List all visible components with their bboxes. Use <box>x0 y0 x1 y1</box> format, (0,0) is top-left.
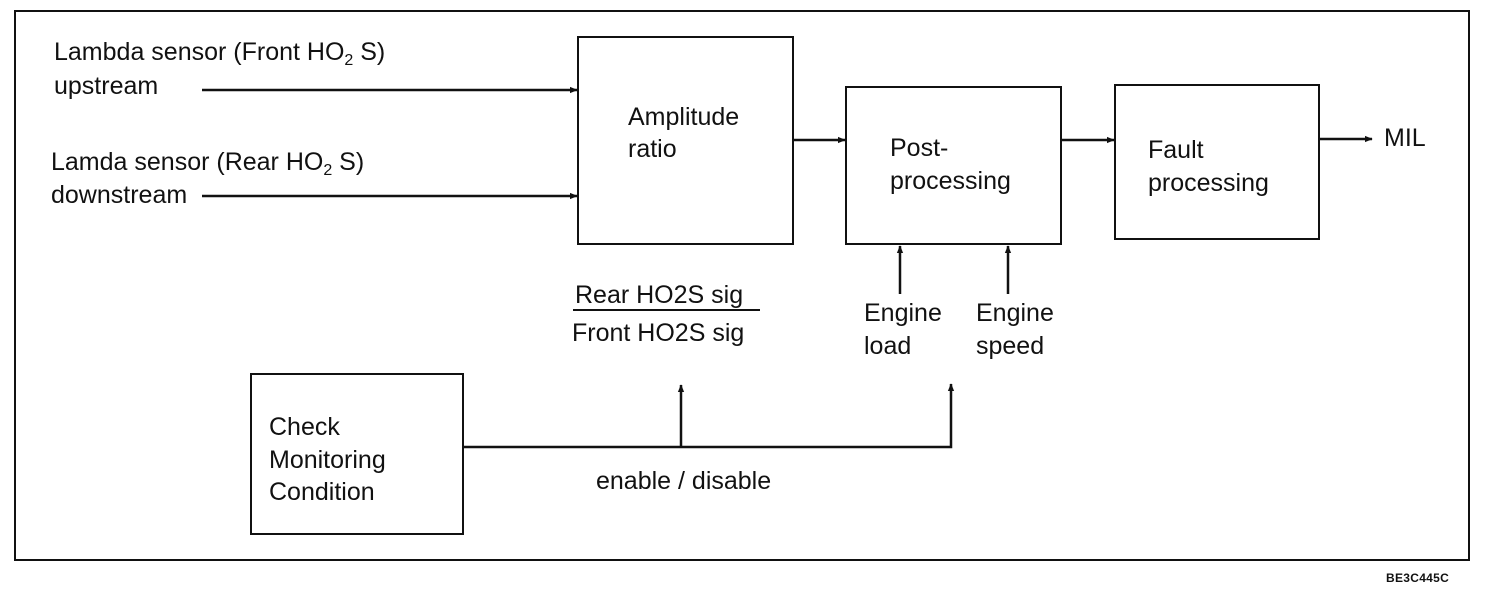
diagram-frame <box>14 10 1470 561</box>
check-monitoring-block: Check Monitoring Condition <box>250 373 464 535</box>
rear-sensor-label: Lamda sensor (Rear HO2 S) <box>51 148 365 179</box>
ratio-denominator: Front HO2S sig <box>572 319 745 347</box>
fault-processing-label-1: Fault <box>1148 136 1204 164</box>
fault-processing-block: Fault processing <box>1114 84 1320 240</box>
engine-load-label-1: Engine <box>864 299 942 327</box>
post-processing-label-2: processing <box>890 167 1011 195</box>
check-monitoring-label-2: Monitoring <box>269 446 386 474</box>
engine-speed-label-2: speed <box>976 332 1045 360</box>
front-sensor-position: upstream <box>54 72 159 100</box>
amplitude-ratio-label-1: Amplitude <box>628 103 740 131</box>
post-processing-label-1: Post- <box>890 134 949 162</box>
enable-disable-line <box>464 383 955 449</box>
engine-load-label-2: load <box>864 332 912 360</box>
figure-code: BE3C445C <box>1386 571 1450 585</box>
front-sensor-label: Lambda sensor (Front HO2 S) <box>54 38 386 69</box>
post-processing-block: Post- processing <box>845 86 1062 245</box>
amplitude-ratio-block: Amplitude ratio <box>577 36 794 245</box>
amplitude-ratio-label-2: ratio <box>628 135 677 163</box>
check-monitoring-label-3: Condition <box>269 478 375 506</box>
engine-speed-label-1: Engine <box>976 299 1054 327</box>
enable-disable-label: enable / disable <box>596 467 772 495</box>
mil-output-label: MIL <box>1384 124 1426 152</box>
rear-sensor-position: downstream <box>51 181 188 209</box>
ratio-numerator: Rear HO2S sig <box>575 281 744 309</box>
fault-processing-label-2: processing <box>1148 169 1269 197</box>
check-monitoring-label-1: Check <box>269 413 340 441</box>
